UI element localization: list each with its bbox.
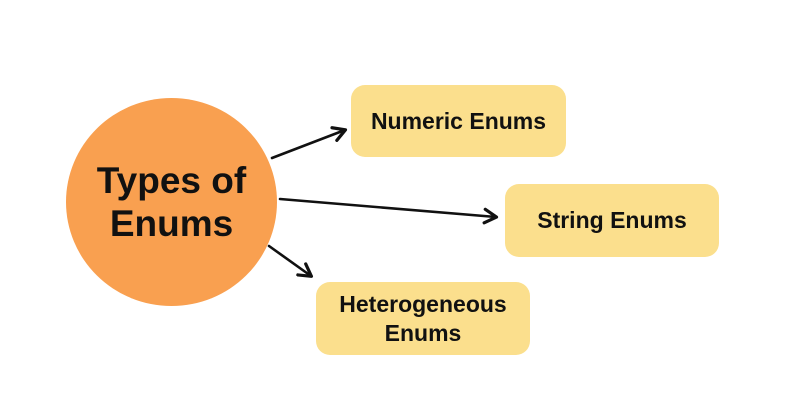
edge-root-to-numeric (270, 126, 348, 160)
node-types-of-enums[interactable]: Types of Enums (66, 98, 277, 306)
node-heterogeneous-enums[interactable]: Heterogeneous Enums (316, 282, 530, 355)
edge-root-to-heterogeneous (267, 244, 314, 278)
node-heterogeneous-enums-label: Heterogeneous Enums (339, 290, 507, 346)
node-string-enums[interactable]: String Enums (505, 184, 719, 257)
node-numeric-enums-label: Numeric Enums (370, 107, 547, 134)
node-numeric-enums[interactable]: Numeric Enums (351, 85, 566, 157)
node-string-enums-label: String Enums (537, 207, 687, 234)
node-types-of-enums-label: Types of Enums (96, 159, 247, 244)
edge-root-to-string (278, 197, 499, 225)
